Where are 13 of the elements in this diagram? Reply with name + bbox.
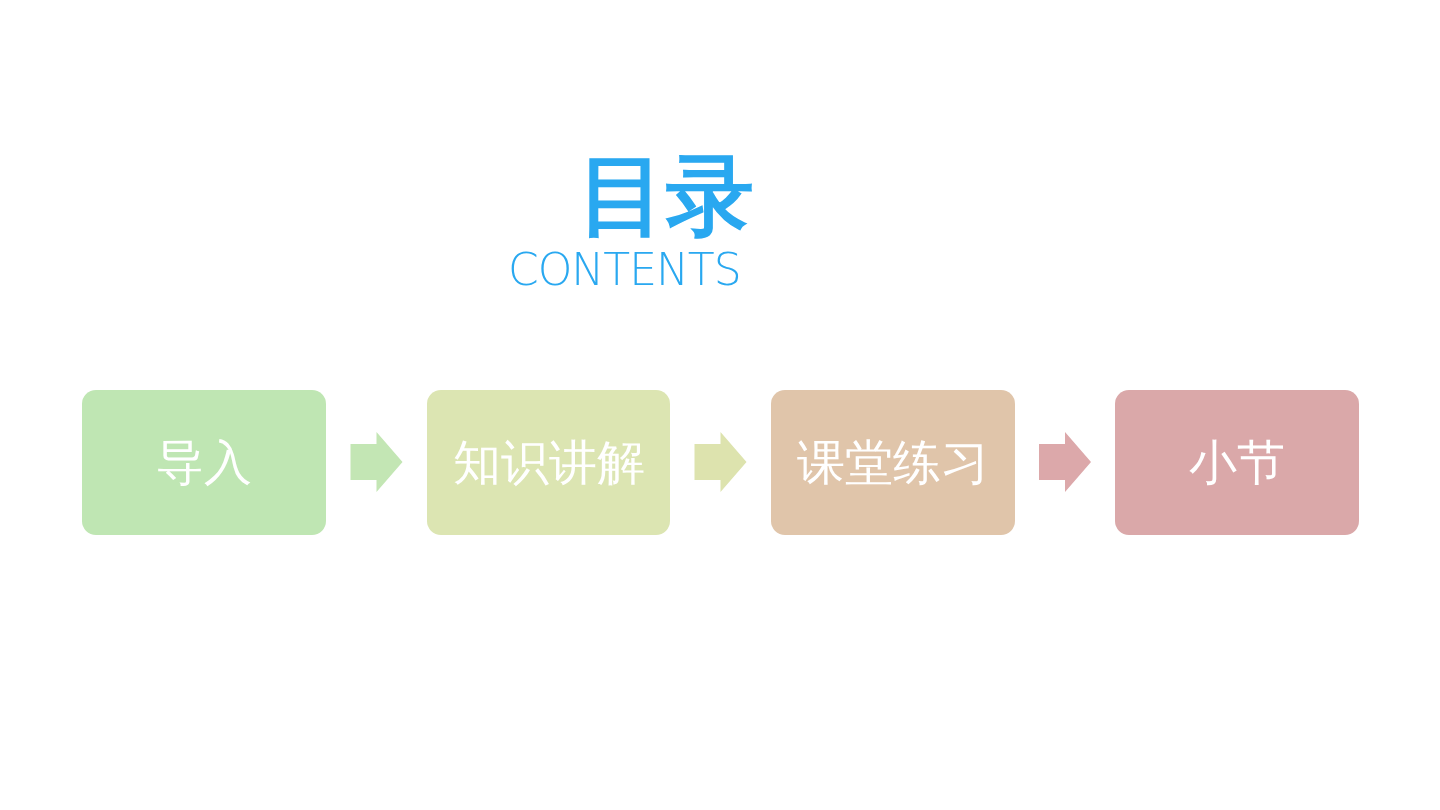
step-label: 知识讲解 <box>452 432 645 492</box>
subtitle: CONTENTS <box>508 246 741 295</box>
step-box <box>82 390 326 535</box>
step-box <box>771 390 1015 535</box>
block-arrow <box>694 432 747 492</box>
step-label: 导入 <box>156 432 252 492</box>
step-label: 小节 <box>1189 432 1285 492</box>
block-arrow <box>350 432 403 492</box>
block-arrow <box>1039 432 1091 492</box>
step-label: 课堂练习 <box>797 432 989 492</box>
step-box <box>1115 390 1359 535</box>
title: 目录 <box>578 148 754 245</box>
step-box <box>427 390 670 535</box>
